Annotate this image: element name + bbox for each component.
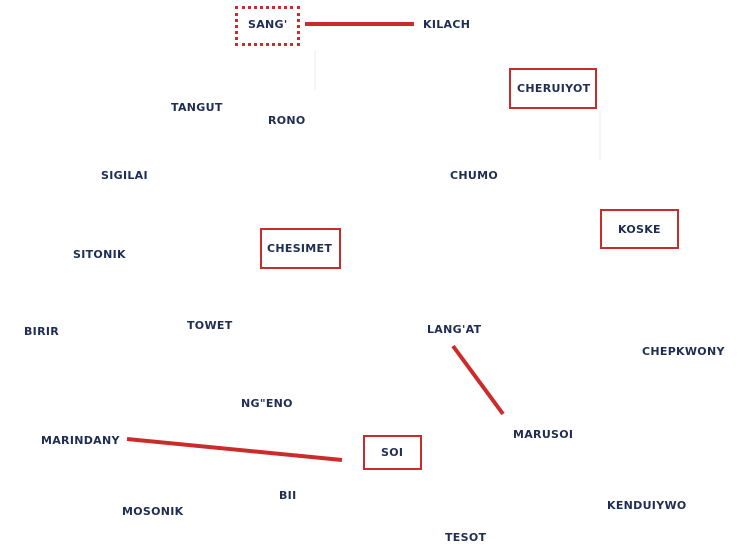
koske-highlight-box xyxy=(600,209,679,249)
connector-marindany-soi xyxy=(126,437,343,462)
name-label-kilach: KILACH xyxy=(423,18,471,31)
name-label-cheruiyot: CHERUIYOT xyxy=(517,82,591,95)
name-label-ngeno: NG"ENO xyxy=(241,397,293,410)
name-label-birir: BIRIR xyxy=(24,325,60,338)
name-label-sitonik: SITONIK xyxy=(73,248,126,261)
name-label-chesimet: CHESIMET xyxy=(267,242,333,255)
name-label-mosonik: MOSONIK xyxy=(122,505,184,518)
name-label-towet: TOWET xyxy=(187,319,233,332)
name-label-chumo: CHUMO xyxy=(450,169,499,182)
name-label-langat: LANG'AT xyxy=(427,323,482,336)
name-label-marindany: MARINDANY xyxy=(41,434,120,447)
name-label-soi: SOI xyxy=(381,446,404,459)
chesimet-highlight-box xyxy=(260,228,341,269)
name-label-sang: SANG' xyxy=(248,18,288,31)
soi-highlight-box xyxy=(363,435,422,470)
name-label-tesot: TESOT xyxy=(445,531,487,544)
sang-highlight-box xyxy=(235,6,300,46)
name-label-marusoi: MARUSOI xyxy=(513,428,574,441)
name-label-koske: KOSKE xyxy=(618,223,661,236)
name-label-sigilai: SIGILAI xyxy=(101,169,148,182)
name-label-tangut: TANGUT xyxy=(171,101,223,114)
connector-langat-marusoi xyxy=(451,344,505,416)
name-label-bii: BII xyxy=(279,489,297,502)
name-label-chepkwony: CHEPKWONY xyxy=(642,345,725,358)
cheruiyot-highlight-box xyxy=(509,68,597,109)
name-label-kenduiywo: KENDUIYWO xyxy=(607,499,687,512)
name-label-rono: RONO xyxy=(268,114,306,127)
